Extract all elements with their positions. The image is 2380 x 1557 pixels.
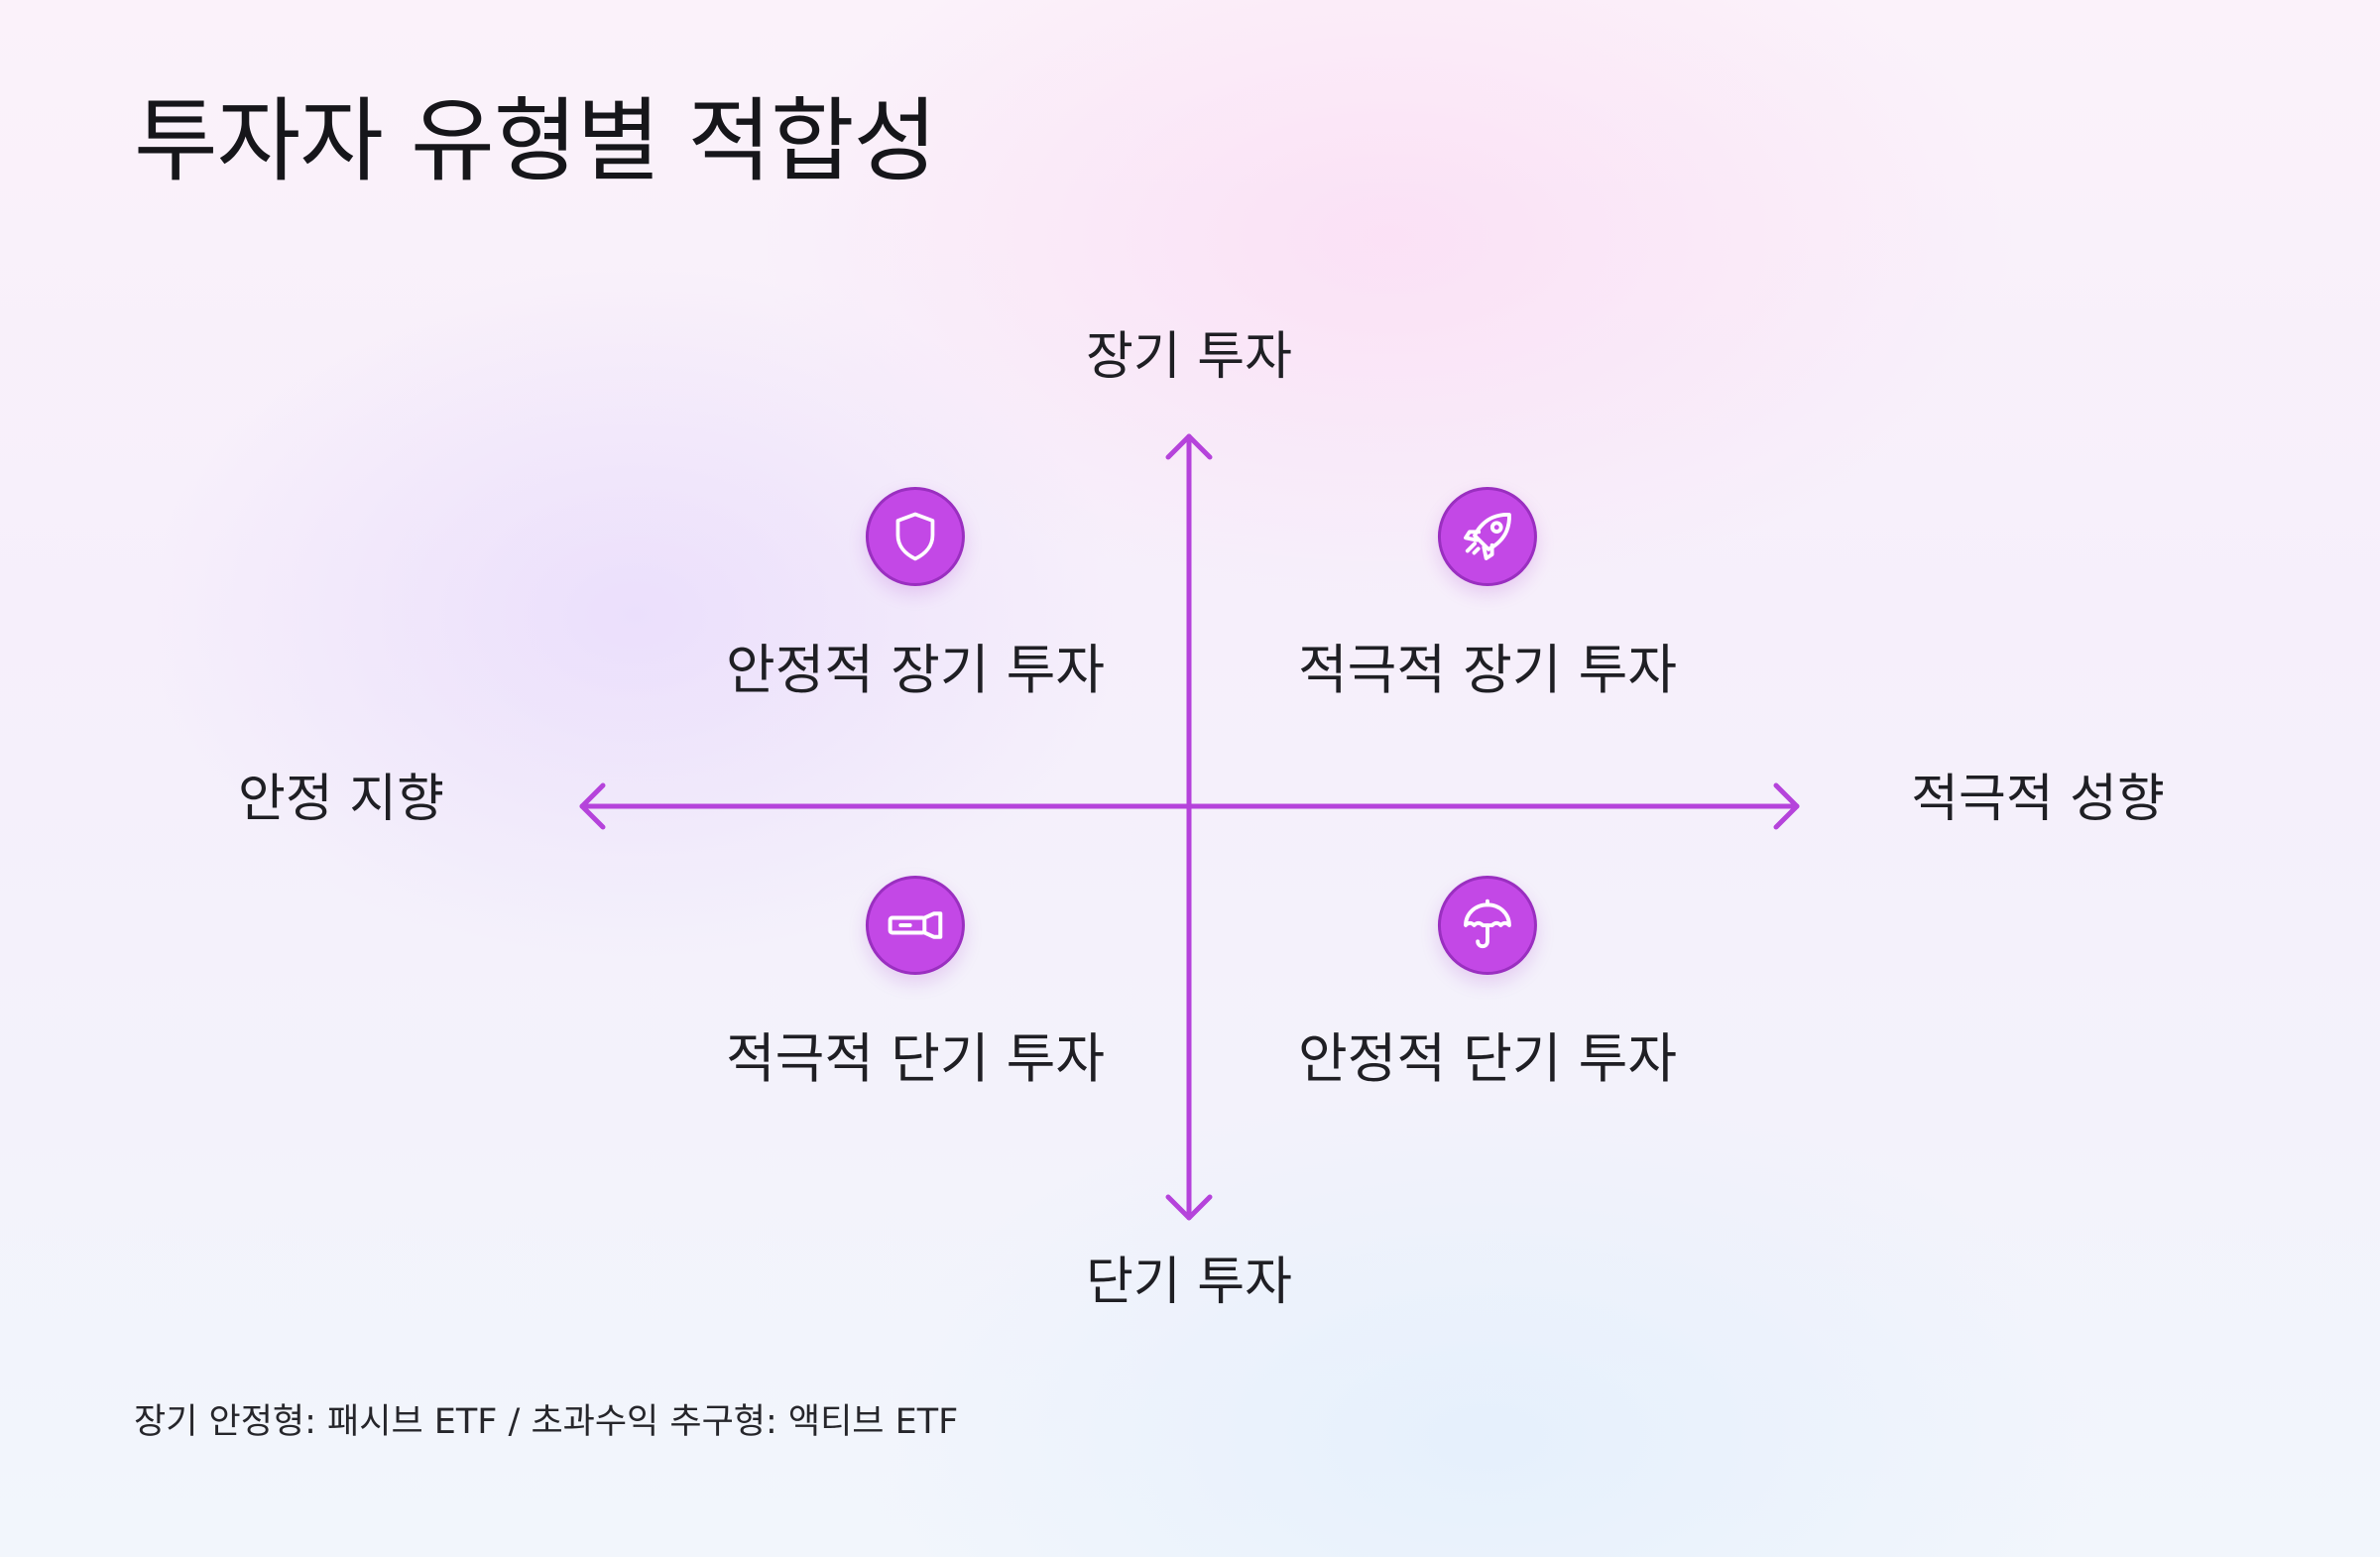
axis-label-right: 적극적 성향 — [1911, 770, 2165, 829]
quadrant-bottom-right: 안정적 단기 투자 — [1298, 876, 1677, 1086]
page-title: 투자자 유형별 적합성 — [134, 88, 937, 194]
quadrant-label: 안정적 단기 투자 — [1297, 1027, 1678, 1090]
down-arrow-head — [1165, 1194, 1213, 1221]
quadrant-label: 안정적 장기 투자 — [725, 639, 1106, 701]
left-arrow-head — [579, 782, 606, 830]
quadrant-label: 적극적 장기 투자 — [1297, 639, 1678, 701]
axis-label-bottom: 단기 투자 — [1086, 1253, 1292, 1312]
footnote: 장기 안정형: 패시브 ETF / 초과수익 추구형: 액티브 ETF — [134, 1402, 959, 1442]
axis-label-left: 안정 지향 — [238, 770, 444, 829]
right-arrow-head — [1773, 782, 1800, 830]
umbrella-icon — [1438, 876, 1537, 975]
quadrant-bottom-left: 적극적 단기 투자 — [726, 876, 1105, 1086]
flashlight-icon — [866, 876, 965, 975]
axis-label-top: 장기 투자 — [1086, 327, 1292, 387]
rocket-icon — [1438, 487, 1537, 586]
quadrant-label: 적극적 단기 투자 — [725, 1027, 1106, 1090]
up-arrow-head — [1165, 433, 1213, 460]
quadrant-top-right: 적극적 장기 투자 — [1298, 487, 1677, 697]
shield-icon — [866, 487, 965, 586]
quadrant-top-left: 안정적 장기 투자 — [726, 487, 1105, 697]
